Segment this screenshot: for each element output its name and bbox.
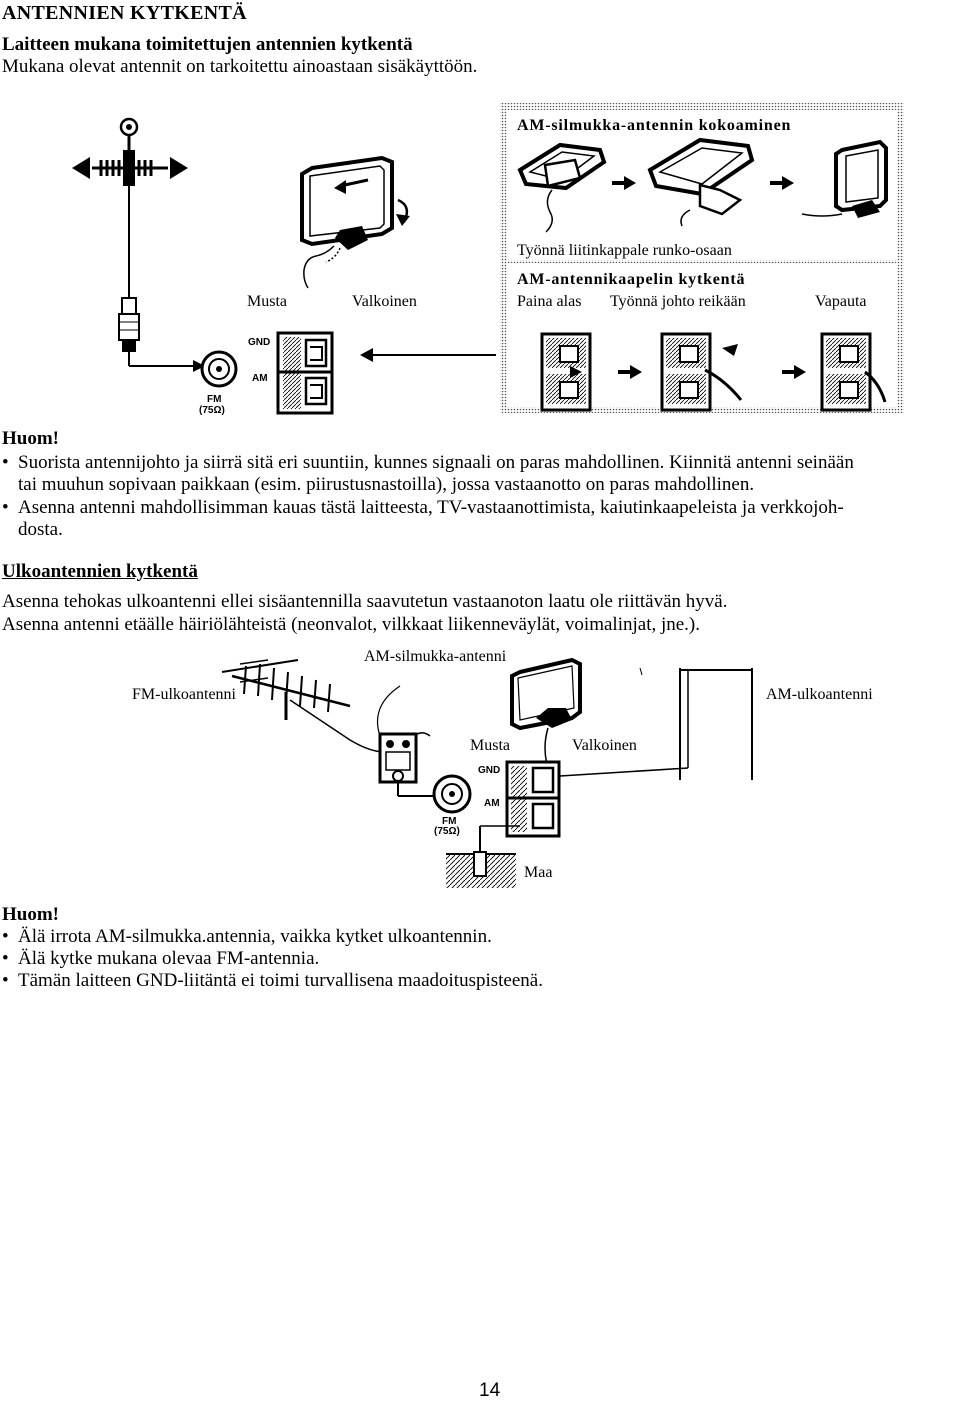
section-heading-outdoor-antennas: Ulkoantennien kytkentä [2,561,198,582]
section-heading-included-antennas: Laitteen mukana toimitettujen antennien … [2,34,413,55]
fm-balun [378,732,446,797]
am-loop-antenna-label: AM-silmukka-antenni [364,648,507,665]
gnd-terminal-label: GND [478,765,500,776]
assembly-step-2 [647,137,755,227]
fm-wire-antenna [72,117,205,372]
am-outdoor-antenna [559,667,753,780]
note-item-line: tai muuhun sopivaan paikkaan (esim. piir… [18,474,755,495]
note-item: Älä kytke mukana olevaa FM-antennia. [18,948,320,969]
am-outdoor-antenna-label: AM-ulkoantenni [766,686,873,703]
wire-label-white: Valkoinen [352,293,417,310]
fm-impedance-label: (75Ω) [199,405,225,416]
assembly-caption: Työnnä liitinkappale runko-osaan [517,242,732,259]
page-number: 14 [479,1380,501,1401]
bullet-icon: • [2,948,9,969]
am-terminal-block [505,760,561,838]
ground-label: Maa [524,864,552,881]
bullet-icon: • [2,926,9,947]
bullet-icon: • [2,970,9,991]
step-push-wire-label: Työnnä johto reikään [610,293,746,310]
fm-yagi-antenna [221,659,431,753]
step-press-label: Paina alas [517,293,581,310]
note-item: Älä irrota AM-silmukka.antennia, vaikka … [18,926,492,947]
wire-label-black: Musta [247,293,287,310]
am-terminal-label: AM [252,373,268,384]
cable-step-2 [660,332,743,412]
note-heading: Huom! [2,428,59,449]
wire-label-black: Musta [470,737,510,754]
am-terminal-block [276,331,334,415]
fm-jack [200,350,238,388]
assembly-step-3 [801,139,888,218]
fm-impedance-label: (75Ω) [434,826,460,837]
cable-step-1 [540,332,592,412]
note-item-line: Suorista antennijohto ja siirrä sitä eri… [18,452,854,473]
am-loop-antenna [300,155,410,289]
indoor-antenna-illustration: FM (75Ω) GND AM Musta Valkoinen AM-silmu… [72,103,904,416]
cable-connection-title: AM-antennikaapelin kytkentä [517,271,745,288]
wire-label-white: Valkoinen [572,737,637,754]
note-item-line: dosta. [18,519,63,540]
bullet-icon: • [2,497,9,518]
note-item-line: Asenna antenni mahdollisimman kauas täst… [18,497,844,518]
section-paragraph-line: Asenna antenni etäälle häiriölähteistä (… [2,614,701,635]
fm-outdoor-antenna-label: FM-ulkoantenni [132,686,237,703]
assembly-title: AM-silmukka-antennin kokoaminen [517,117,791,134]
fm-terminal-label: FM [207,394,221,405]
am-terminal-label: AM [484,798,500,809]
note-list: • Älä irrota AM-silmukka.antennia, vaikk… [0,926,960,996]
gnd-terminal-label: GND [248,337,270,348]
assembly-step-1 [517,142,607,233]
ground-rod [446,825,520,888]
section-intro: Mukana olevat antennit on tarkoitettu ai… [2,56,478,77]
note-item: Tämän laitteen GND-liitäntä ei toimi tur… [18,970,543,991]
note-heading: Huom! [2,904,59,925]
cable-step-3 [820,332,887,412]
note-list: • Suorista antennijohto ja siirrä sitä e… [0,452,960,542]
bullet-icon: • [2,452,9,473]
step-release-label: Vapauta [815,293,867,310]
am-loop-antenna [510,657,582,769]
section-paragraph-line: Asenna tehokas ulkoantenni ellei sisäant… [2,591,728,612]
fm-terminal-label: FM [442,816,456,827]
fm-jack [432,774,472,814]
page-title: ANTENNIEN KYTKENTÄ [2,2,247,24]
